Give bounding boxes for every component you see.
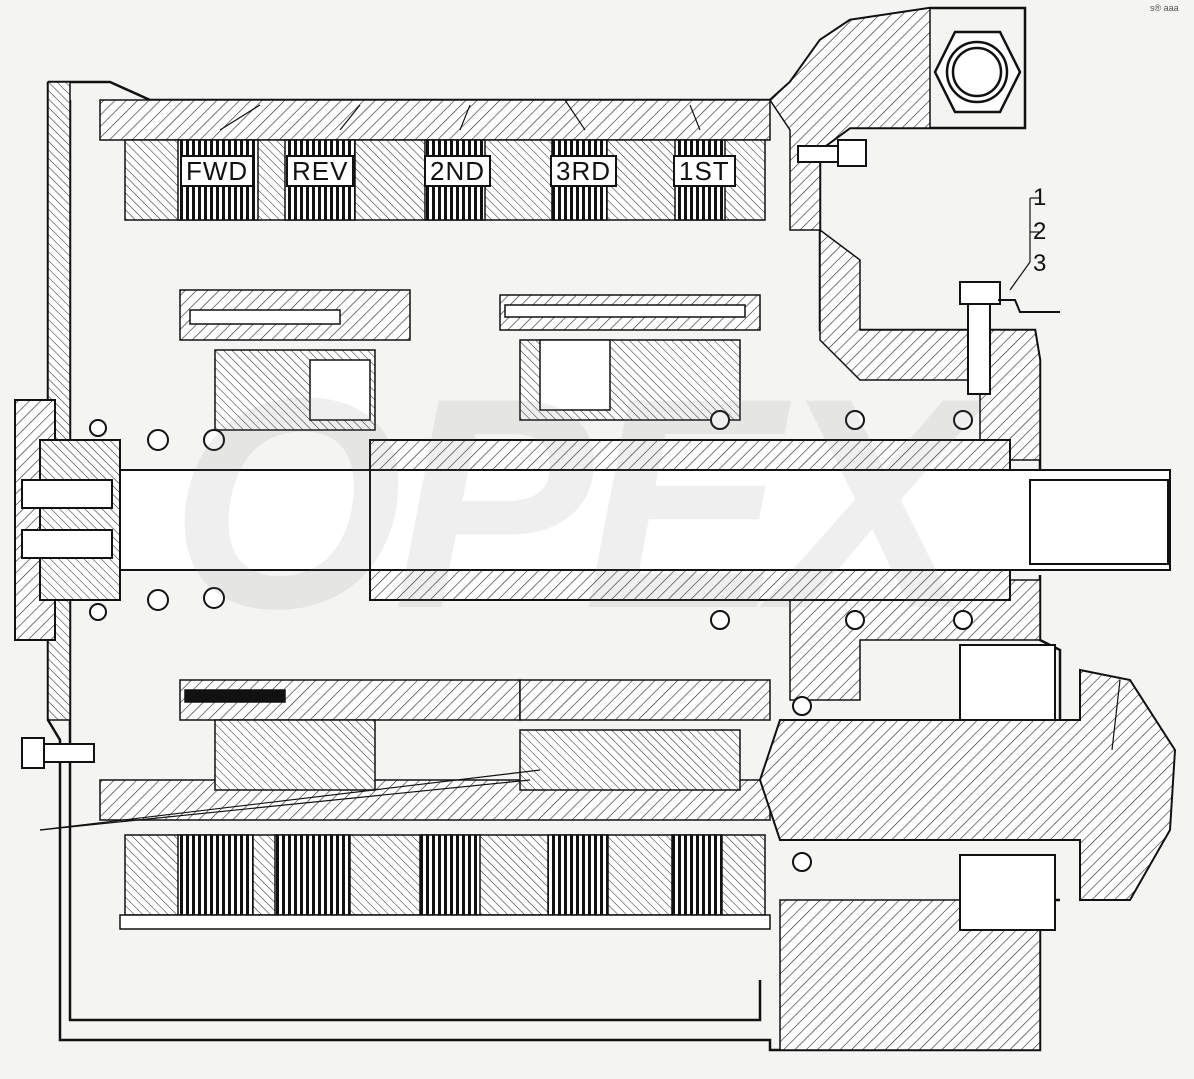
lower-countershaft	[119, 679, 771, 930]
main-shaft	[114, 439, 1171, 601]
callout-2: 2	[1033, 218, 1047, 245]
clutch-label-3rd: 3RD	[550, 155, 618, 187]
clutch-label-rev: REV	[286, 155, 355, 187]
leader-lines	[39, 99, 1121, 831]
clutch-label-fwd: FWD	[180, 155, 255, 187]
watermark: OPEX	[170, 335, 974, 671]
callout-3: 3	[1033, 250, 1047, 277]
bearings	[89, 410, 973, 872]
speed-sensor	[959, 281, 1060, 395]
callout-1: 1	[1033, 184, 1047, 211]
clutch-label-1st: 1ST	[673, 155, 736, 187]
clutch-label-2nd: 2ND	[424, 155, 492, 187]
mounting-bolts	[21, 139, 867, 769]
corner-mark: s® aaa	[1150, 3, 1179, 13]
upper-countershaft	[179, 289, 761, 431]
drain-plug	[933, 30, 1022, 114]
output-flange	[758, 644, 1177, 931]
input-coupling	[14, 399, 121, 641]
lower-clutch-packs	[124, 834, 766, 916]
housing-walls	[47, 7, 1041, 1051]
